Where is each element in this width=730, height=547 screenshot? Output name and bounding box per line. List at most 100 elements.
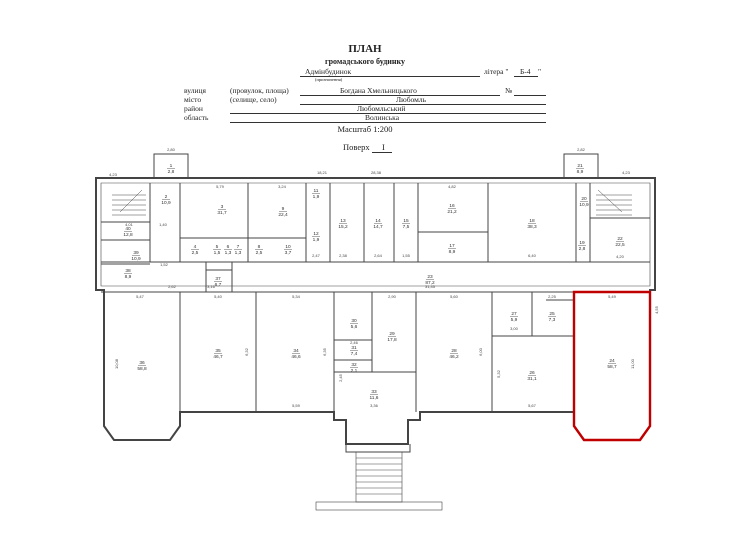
room-area-6: 1,3 [225,250,232,256]
room-number-34: 34 [293,348,299,354]
number-label: № [505,86,513,95]
room-area-14: 14,7 [373,224,383,230]
street-value: Богдана Хмельницького [340,86,417,95]
dimension-label: 5,67 [528,403,537,408]
room-number-2: 2 [165,194,168,200]
room-number-19: 19 [579,240,585,246]
plan-title: ПЛАН [348,43,382,55]
room-number-7: 7 [237,244,240,250]
dimension-label: 3,16 [207,284,216,289]
street-label: вулиця [184,86,206,95]
room-area-9: 22,4 [278,212,288,218]
room-number-24: 24 [609,358,615,364]
dimension-label: 4,20 [616,254,625,259]
room-area-27: 5,9 [511,317,518,323]
dimension-label: 11,00 [630,358,635,368]
dimension-label: 4,01 [125,222,134,227]
litera-label: літера " [484,67,509,76]
street-underline [300,95,500,96]
room-number-25: 25 [549,311,555,317]
room-area-23: 87,2 [425,280,435,286]
room-area-12: 1,9 [313,237,320,243]
right-stairs [596,189,632,216]
room-number-6: 6 [227,244,230,250]
room-area-29: 17,8 [387,337,397,343]
room-number-15: 15 [403,218,409,224]
room-number-29: 29 [389,331,395,337]
district-value: Любомльський [357,104,406,113]
dimension-label: 2,82 [577,147,586,152]
room-number-9: 9 [282,206,285,212]
floor-label: Поверх [343,142,370,152]
room-number-16: 16 [449,203,455,209]
room-number-12: 12 [313,231,319,237]
room-area-35: 46,7 [213,354,223,360]
room-number-37: 37 [215,276,221,282]
room-number-10: 10 [285,244,291,250]
room-number-22: 22 [617,236,623,242]
room-number-21: 21 [577,163,583,169]
dimension-label: 5,59 [292,403,301,408]
room-number-13: 13 [340,218,346,224]
room-area-33: 11,6 [370,395,379,401]
district-underline [230,113,546,114]
dimension-label: 1,52 [160,262,169,267]
room-area-32: 2,1 [351,368,358,374]
room-number-8: 8 [258,244,261,250]
dimension-label: 6,40 [528,253,537,258]
room-area-19: 2,8 [579,246,586,252]
room-area-37: 6,7 [215,282,222,288]
room-area-5: 1,5 [214,250,221,256]
room-area-39: 10,9 [131,256,141,262]
region-underline [230,122,546,123]
room-area-24: 58,7 [607,364,617,370]
room-area-10: 3,7 [285,250,292,256]
dimension-label: 2,47 [312,253,321,258]
city-underline [300,104,546,105]
room-number-28: 28 [451,348,457,354]
region-value: Волинська [365,113,400,122]
room-area-11: 1,9 [313,194,320,200]
dimension-label: 18,21 [317,170,328,175]
room-number-40: 40 [125,226,131,232]
room-area-31: 7,4 [351,351,358,357]
room-number-35: 35 [215,348,221,354]
dimension-label: 3,36 [370,403,379,408]
scale-label: Масштаб 1:200 [337,124,393,134]
dimension-label: 1,55 [402,253,411,258]
room-area-7: 1,3 [235,250,242,256]
room-number-32: 32 [351,362,357,368]
region-label: область [184,113,209,122]
room-area-34: 46,6 [291,354,301,360]
dimension-label: 4,55 [654,305,659,314]
left-stairs [112,189,146,216]
room-area-21: 8,9 [577,169,584,175]
right-stair-tower [563,153,599,178]
floor-underline [372,152,392,153]
floor-value: I [382,142,385,152]
dimension-label: 4,23 [109,172,118,177]
dimension-label: 6,35 [322,347,327,356]
city-value: Любомль [396,95,427,104]
room-number-33: 33 [371,389,377,395]
dimension-label: 5,47 [136,294,145,299]
room-number-17: 17 [449,243,455,249]
dimension-label: 5,40 [214,294,223,299]
room-area-40: 12,8 [123,232,133,238]
city-label: місто [184,95,202,104]
building-name: Адмінбудинок [305,67,352,76]
room-area-15: 7,5 [403,224,410,230]
room-area-25: 7,3 [549,317,556,323]
district-label: район [184,104,203,113]
dimension-label: 3,24 [278,184,287,189]
room-area-13: 15,2 [338,224,348,230]
dimension-label: 2,46 [350,340,359,345]
room-area-22: 22,5 [615,242,625,248]
room-number-18: 18 [529,218,535,224]
dimension-label: 5,49 [608,294,617,299]
dimension-label: 28,38 [371,170,382,175]
dimension-label: 4,82 [448,184,457,189]
dimension-label: 4,23 [622,170,631,175]
